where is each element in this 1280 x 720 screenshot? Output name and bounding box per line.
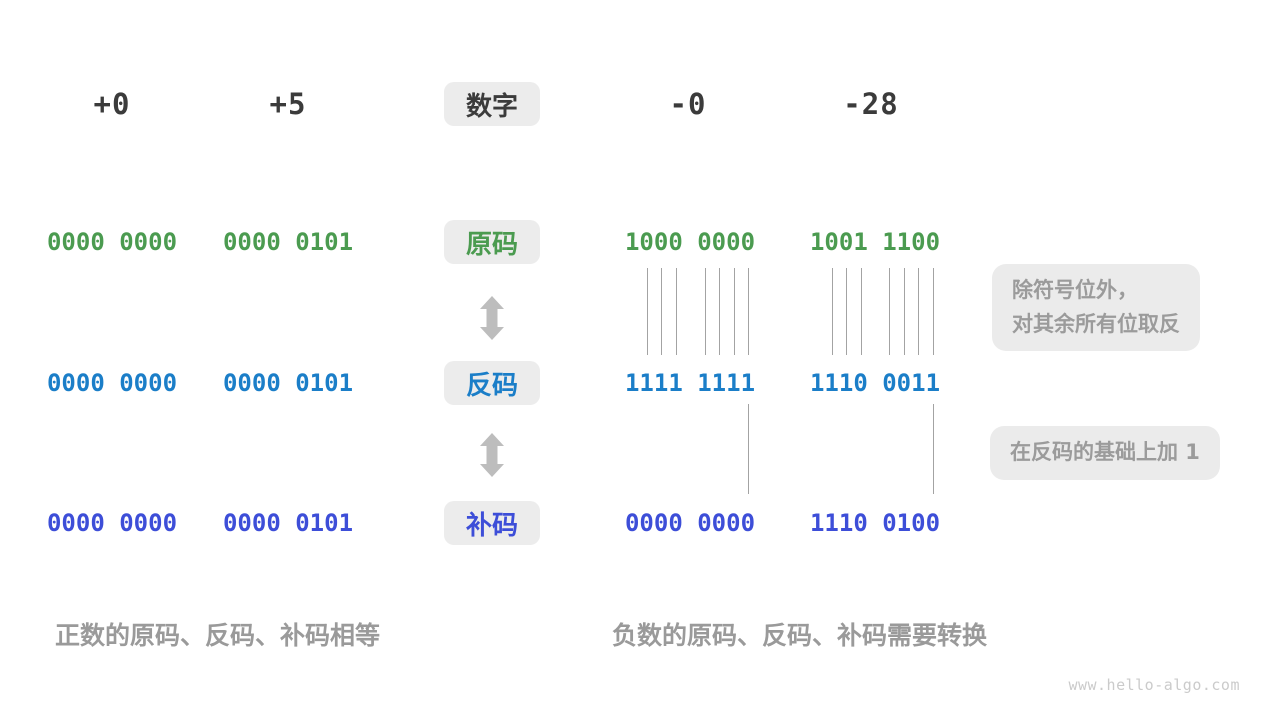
negative-numbers-caption: 负数的原码、反码、补码需要转换 bbox=[612, 621, 988, 650]
bit-connector-line bbox=[918, 268, 919, 355]
add-one-note: 在反码的基础上加 1 bbox=[990, 426, 1220, 480]
bit-connector-line bbox=[889, 268, 890, 355]
ones-complement-plus-zero: 0000 0000 bbox=[46, 369, 178, 397]
bit-connector-line bbox=[904, 268, 905, 355]
positive-numbers-caption: 正数的原码、反码、补码相等 bbox=[55, 621, 381, 650]
bit-connector-line bbox=[734, 268, 735, 355]
ones-complement-tag: 反码 bbox=[444, 361, 540, 405]
bit-connector-line bbox=[933, 268, 934, 355]
bit-connector-line bbox=[719, 268, 720, 355]
header-value-minus-twentyeight: -28 bbox=[843, 87, 899, 121]
ones-complement-tag-label: 反码 bbox=[465, 370, 518, 401]
bit-connector-line bbox=[661, 268, 662, 355]
twos-complement-tag-label: 补码 bbox=[465, 510, 518, 541]
sign-magnitude-plus-five: 0000 0101 bbox=[222, 228, 354, 256]
sign-magnitude-minus-twentyeight: 1001 1100 bbox=[809, 228, 941, 256]
header-value-plus-five: +5 bbox=[269, 87, 307, 121]
bit-connector-line bbox=[748, 404, 749, 494]
twos-complement-plus-five: 0000 0101 bbox=[222, 509, 354, 537]
bit-connector-line bbox=[933, 404, 934, 494]
bit-connector-line bbox=[647, 268, 648, 355]
bit-connector-line bbox=[846, 268, 847, 355]
bit-connector-line bbox=[676, 268, 677, 355]
bit-connector-line bbox=[861, 268, 862, 355]
bit-connector-line bbox=[832, 268, 833, 355]
bit-connector-line bbox=[705, 268, 706, 355]
header-value-plus-zero: +0 bbox=[93, 87, 131, 121]
ones-complement-minus-twentyeight: 1110 0011 bbox=[809, 369, 941, 397]
sign-magnitude-tag-label: 原码 bbox=[465, 229, 518, 260]
ones-complement-minus-zero: 1111 1111 bbox=[624, 369, 756, 397]
bit-connector-line bbox=[748, 268, 749, 355]
ones-complement-plus-five: 0000 0101 bbox=[222, 369, 354, 397]
header-value-minus-zero: -0 bbox=[669, 87, 707, 121]
invert-bits-note: 除符号位外， 对其余所有位取反 bbox=[992, 264, 1200, 352]
twos-complement-plus-zero: 0000 0000 bbox=[46, 509, 178, 537]
twos-complement-minus-twentyeight: 1110 0100 bbox=[809, 509, 941, 537]
twos-complement-minus-zero: 0000 0000 bbox=[624, 509, 756, 537]
twos-complement-tag: 补码 bbox=[444, 501, 540, 545]
sign-magnitude-tag: 原码 bbox=[444, 220, 540, 264]
number-tag-label: 数字 bbox=[465, 91, 518, 122]
sign-magnitude-plus-zero: 0000 0000 bbox=[46, 228, 178, 256]
sign-magnitude-minus-zero: 1000 0000 bbox=[624, 228, 756, 256]
site-watermark: www.hello-algo.com bbox=[1068, 676, 1240, 694]
updown-arrow-icon bbox=[480, 296, 504, 340]
updown-arrow-icon bbox=[480, 433, 504, 477]
number-tag: 数字 bbox=[444, 82, 540, 126]
